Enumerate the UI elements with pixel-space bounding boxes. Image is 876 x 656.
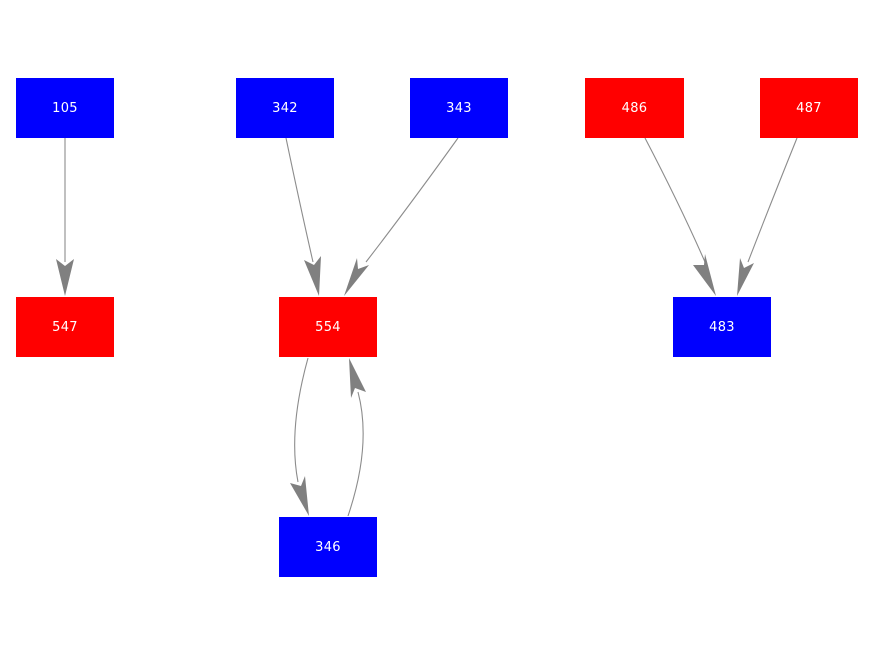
node-label: 343: [446, 100, 472, 116]
graph-node-343[interactable]: 343: [410, 78, 508, 138]
graph-node-547[interactable]: 547: [16, 297, 114, 357]
graph-node-487[interactable]: 487: [760, 78, 858, 138]
edge-343-554: [344, 137, 459, 296]
node-label: 486: [621, 100, 648, 116]
graph-node-554[interactable]: 554: [279, 297, 377, 357]
node-label: 342: [272, 100, 298, 116]
edge-554-346: [290, 357, 309, 516]
edge-105-547: [56, 138, 74, 296]
graph-node-346[interactable]: 346: [279, 517, 377, 577]
node-label: 547: [52, 319, 78, 335]
graph-node-342[interactable]: 342: [236, 78, 334, 138]
node-label: 483: [709, 319, 735, 335]
graph-node-486[interactable]: 486: [585, 78, 684, 138]
node-label: 487: [796, 100, 822, 116]
node-label: 554: [315, 319, 341, 335]
node-label: 346: [315, 539, 341, 555]
graph-node-105[interactable]: 105: [16, 78, 114, 138]
node-label: 105: [52, 100, 78, 116]
edge-486-483: [644, 137, 716, 296]
edge-487-483: [737, 137, 798, 296]
edge-346-554: [347, 358, 366, 517]
edge-342-554: [285, 137, 321, 296]
graph-node-483[interactable]: 483: [673, 297, 771, 357]
